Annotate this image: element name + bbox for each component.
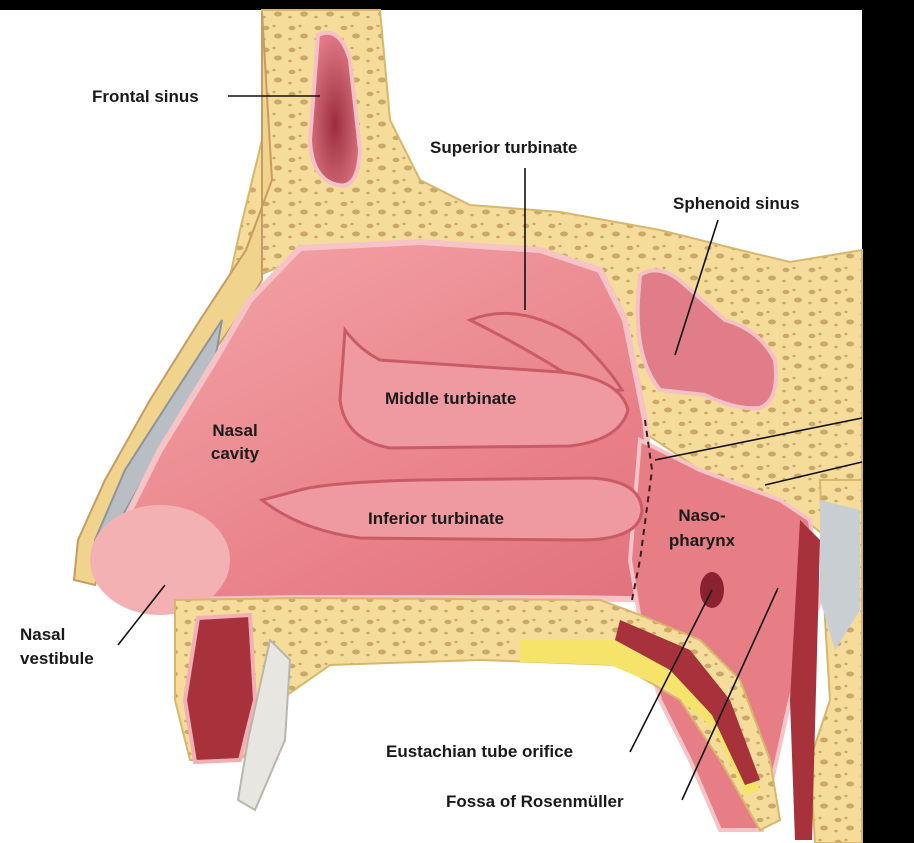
label-superior-turbinate: Superior turbinate (430, 137, 577, 159)
label-nasopharynx-line1: Naso- (660, 505, 744, 527)
label-nasal-cavity-line1: Nasal (200, 420, 270, 442)
lip-muscle (185, 615, 255, 762)
label-nasal-vestibule-line2: vestibule (20, 648, 94, 670)
frame-top (0, 0, 914, 10)
label-sphenoid-sinus: Sphenoid sinus (673, 193, 800, 215)
label-nasopharynx-line2: pharynx (660, 530, 744, 552)
label-fossa-of-rosenmuller: Fossa of Rosenmüller (446, 791, 624, 813)
frame-right (862, 0, 914, 843)
label-eustachian-tube-orifice: Eustachian tube orifice (386, 741, 573, 763)
label-nasal-vestibule-line1: Nasal (20, 624, 65, 646)
label-inferior-turbinate: Inferior turbinate (368, 508, 504, 530)
label-frontal-sinus: Frontal sinus (92, 86, 199, 108)
label-middle-turbinate: Middle turbinate (385, 388, 516, 410)
label-nasal-cavity-line2: cavity (200, 443, 270, 465)
